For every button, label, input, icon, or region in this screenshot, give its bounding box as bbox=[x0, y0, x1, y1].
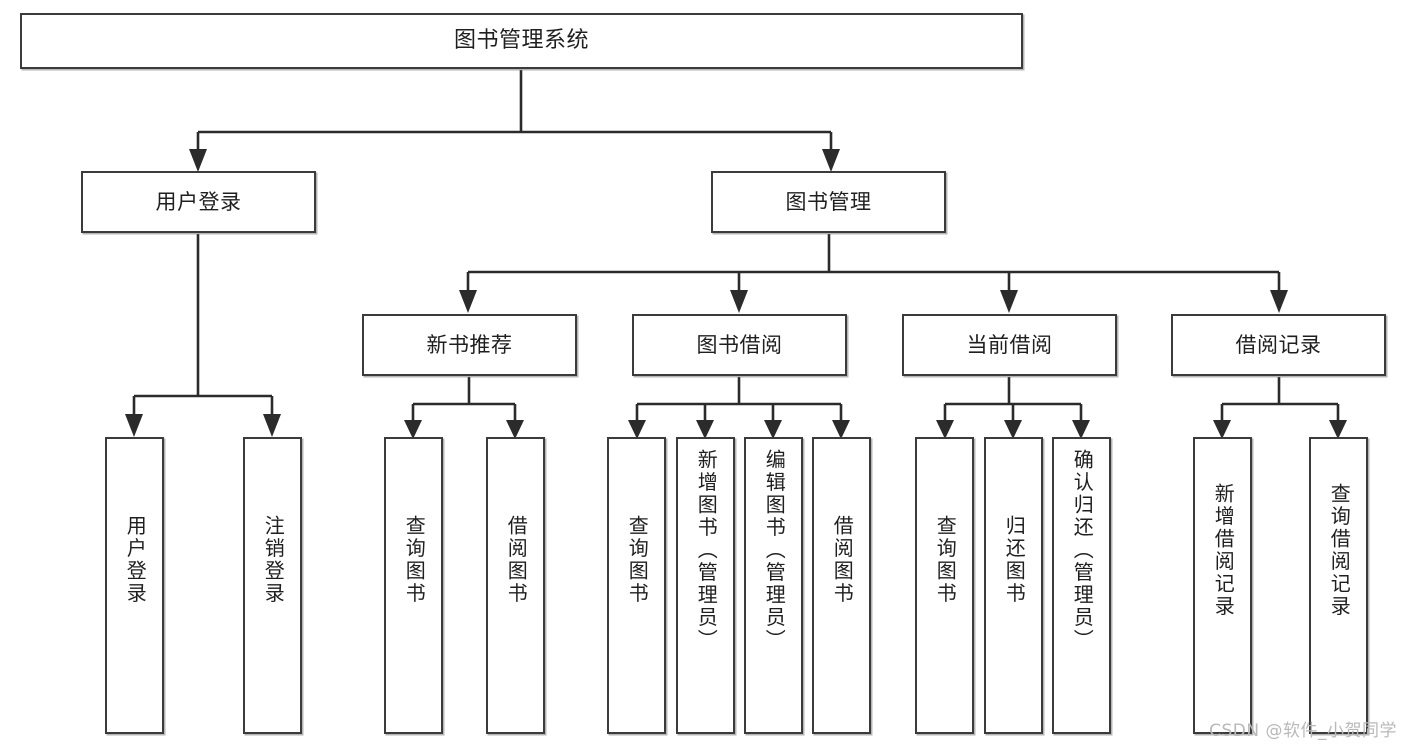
node-new-book-recommend[interactable]: 新书推荐 bbox=[362, 314, 577, 376]
node-book-manage[interactable]: 图书管理 bbox=[711, 171, 946, 233]
node-leaf-record-query[interactable]: 查询借阅记录 bbox=[1309, 437, 1368, 734]
node-leaf-user-logout-label: 注销登录 bbox=[261, 515, 286, 605]
node-current-borrow[interactable]: 当前借阅 bbox=[902, 314, 1117, 376]
node-leaf-borrow-add-book[interactable]: 新增图书（管理员） bbox=[676, 437, 735, 734]
node-book-manage-label: 图书管理 bbox=[785, 189, 872, 214]
node-leaf-record-query-label: 查询借阅记录 bbox=[1327, 483, 1352, 618]
node-current-borrow-label: 当前借阅 bbox=[966, 332, 1053, 357]
node-leaf-borrow-query-book-label: 查询图书 bbox=[625, 515, 650, 605]
node-new-book-recommend-label: 新书推荐 bbox=[426, 332, 513, 357]
node-leaf-borrow-edit-book-label: 编辑图书（管理员） bbox=[762, 449, 787, 652]
node-leaf-record-add[interactable]: 新增借阅记录 bbox=[1193, 437, 1252, 734]
node-leaf-borrow-borrow-book-label: 借阅图书 bbox=[830, 515, 855, 605]
node-leaf-rec-borrow-book[interactable]: 借阅图书 bbox=[486, 437, 545, 734]
node-leaf-current-query-book-label: 查询图书 bbox=[933, 515, 958, 605]
node-book-borrow[interactable]: 图书借阅 bbox=[632, 314, 847, 376]
node-leaf-current-return-book-label: 归还图书 bbox=[1002, 515, 1027, 605]
node-leaf-rec-query-book[interactable]: 查询图书 bbox=[384, 437, 443, 734]
node-leaf-user-login[interactable]: 用户登录 bbox=[105, 437, 164, 734]
node-borrow-record[interactable]: 借阅记录 bbox=[1171, 314, 1386, 376]
node-leaf-current-confirm-return-label: 确认归还（管理员） bbox=[1070, 449, 1095, 652]
node-leaf-current-confirm-return[interactable]: 确认归还（管理员） bbox=[1052, 437, 1111, 734]
node-borrow-record-label: 借阅记录 bbox=[1235, 332, 1322, 357]
node-leaf-rec-borrow-book-label: 借阅图书 bbox=[504, 515, 529, 605]
node-leaf-current-return-book[interactable]: 归还图书 bbox=[984, 437, 1043, 734]
node-leaf-borrow-borrow-book[interactable]: 借阅图书 bbox=[812, 437, 871, 734]
node-leaf-rec-query-book-label: 查询图书 bbox=[402, 515, 427, 605]
node-user-login-label: 用户登录 bbox=[155, 189, 242, 214]
node-leaf-borrow-add-book-label: 新增图书（管理员） bbox=[694, 449, 719, 652]
node-root-system[interactable]: 图书管理系统 bbox=[20, 13, 1023, 69]
node-leaf-user-login-label: 用户登录 bbox=[123, 515, 148, 605]
node-leaf-current-query-book[interactable]: 查询图书 bbox=[915, 437, 974, 734]
node-leaf-user-logout[interactable]: 注销登录 bbox=[243, 437, 302, 734]
node-leaf-borrow-edit-book[interactable]: 编辑图书（管理员） bbox=[744, 437, 803, 734]
arrowheads bbox=[125, 149, 1347, 439]
node-book-borrow-label: 图书借阅 bbox=[696, 332, 783, 357]
node-root-label: 图书管理系统 bbox=[453, 28, 589, 54]
node-leaf-record-add-label: 新增借阅记录 bbox=[1211, 483, 1236, 618]
node-user-login[interactable]: 用户登录 bbox=[81, 171, 316, 233]
node-leaf-borrow-query-book[interactable]: 查询图书 bbox=[607, 437, 666, 734]
